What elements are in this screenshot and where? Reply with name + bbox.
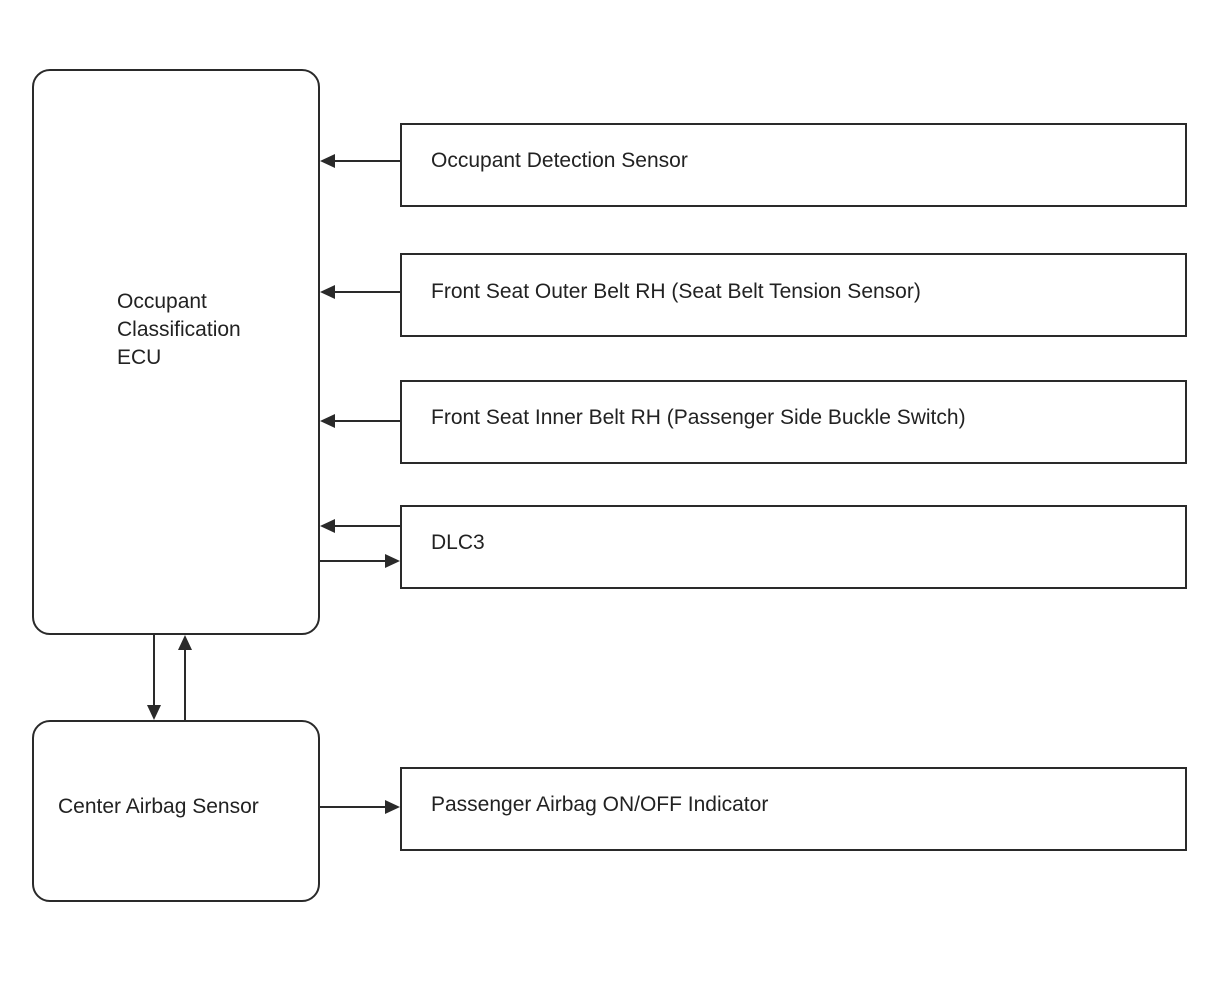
occupant-classification-ecu-box	[32, 69, 320, 635]
ecu-label-line-2: Classification	[117, 318, 241, 341]
inner-belt-label: Front Seat Inner Belt RH (Passenger Side…	[431, 406, 966, 429]
ecu-label-line-3: ECU	[117, 346, 162, 369]
arrowhead-outer-belt	[320, 285, 335, 299]
occupant-detection-sensor-label: Occupant Detection Sensor	[431, 149, 688, 172]
ecu-label-line-1: Occupant	[117, 290, 207, 313]
arrowhead-inner-belt	[320, 414, 335, 428]
airbag-indicator-box	[400, 767, 1187, 851]
arrowhead-to-indicator	[385, 800, 400, 814]
arrowhead-dlc3-out	[385, 554, 400, 568]
center-airbag-sensor-label: Center Airbag Sensor	[58, 795, 259, 818]
occupant-detection-sensor-box	[400, 123, 1187, 207]
arrowhead-to-ecu	[178, 635, 192, 650]
dlc3-label: DLC3	[431, 531, 485, 554]
outer-belt-label: Front Seat Outer Belt RH (Seat Belt Tens…	[431, 280, 921, 303]
arrowhead-occupant-detection	[320, 154, 335, 168]
ecu-label: Occupant Classification ECU	[117, 288, 241, 372]
center-airbag-sensor-box	[32, 720, 320, 902]
outer-belt-box	[400, 253, 1187, 337]
dlc3-box	[400, 505, 1187, 589]
airbag-indicator-label: Passenger Airbag ON/OFF Indicator	[431, 793, 769, 816]
inner-belt-box	[400, 380, 1187, 464]
arrowhead-dlc3-in	[320, 519, 335, 533]
arrowhead-to-cas	[147, 705, 161, 720]
